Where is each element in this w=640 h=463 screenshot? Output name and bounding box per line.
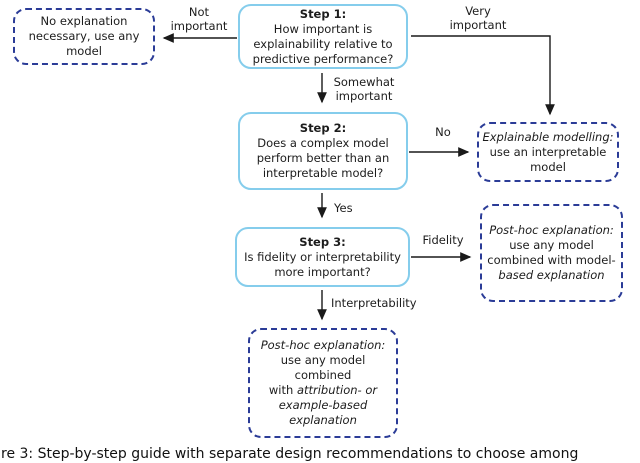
arrow-very-important bbox=[411, 35, 555, 116]
box-no-explanation: No explanation necessary, use any model bbox=[13, 8, 155, 65]
box-line: predictive performance? bbox=[252, 51, 394, 66]
box-line: No explanation bbox=[40, 14, 128, 28]
label-line: Very bbox=[465, 4, 491, 18]
figure-caption: re 3: Step-by-step guide with separate d… bbox=[1, 446, 579, 462]
label-yes: Yes bbox=[334, 201, 353, 215]
box-title: Post-hoc explanation: bbox=[260, 338, 386, 352]
box-step-2: Step 2: Does a complex model perform bet… bbox=[238, 112, 408, 190]
box-title: Explainable modelling: bbox=[482, 129, 614, 144]
label-no: No bbox=[435, 125, 451, 139]
box-line: Is fidelity or interpretability bbox=[244, 249, 401, 264]
box-line: explainability relative to bbox=[253, 36, 393, 51]
box-line: combined bbox=[294, 368, 352, 382]
label-line: Not bbox=[188, 5, 210, 19]
box-posthoc-attribution-example: Post-hoc explanation: use any model comb… bbox=[248, 328, 398, 438]
label-line: important bbox=[449, 17, 507, 32]
box-line: use an interpretable bbox=[489, 144, 607, 159]
box-title: Post-hoc explanation: bbox=[489, 223, 614, 237]
box-line: interpretable model? bbox=[262, 166, 384, 180]
label-not-important: Not important bbox=[163, 5, 235, 33]
box-step-1: Step 1: How important is explainability … bbox=[238, 4, 408, 69]
box-line: combined with model- bbox=[487, 253, 616, 267]
label-line: important bbox=[335, 88, 393, 103]
label-line: Somewhat bbox=[333, 75, 395, 89]
label-interpretability: Interpretability bbox=[331, 296, 417, 310]
label-fidelity: Fidelity bbox=[422, 233, 464, 247]
box-line: use any model bbox=[509, 238, 594, 252]
box-title: Step 1: bbox=[299, 6, 347, 21]
box-title: Step 3: bbox=[299, 234, 346, 249]
box-line: use any model bbox=[280, 353, 366, 367]
box-line: example-based bbox=[278, 398, 368, 412]
box-line-italic: attribution- or bbox=[296, 383, 378, 397]
box-explainable-modelling: Explainable modelling: use an interpreta… bbox=[477, 122, 619, 182]
box-line: model bbox=[66, 44, 102, 58]
box-line: perform better than an bbox=[256, 151, 390, 165]
box-line: How important is bbox=[273, 21, 373, 36]
label-somewhat-important: Somewhat important bbox=[326, 75, 402, 103]
box-line: explanation bbox=[289, 413, 357, 427]
box-line-plain: with bbox=[268, 383, 297, 397]
box-line: model bbox=[530, 159, 566, 174]
box-posthoc-model-based: Post-hoc explanation: use any model comb… bbox=[480, 204, 623, 302]
box-step-3: Step 3: Is fidelity or interpretability … bbox=[235, 227, 410, 287]
box-title: Step 2: bbox=[299, 121, 347, 135]
box-line: necessary, use any bbox=[28, 29, 140, 43]
box-line: Does a complex model bbox=[257, 136, 389, 150]
box-line: based explanation bbox=[498, 268, 605, 282]
label-very-important: Very important bbox=[442, 4, 514, 32]
box-line: more important? bbox=[274, 264, 371, 279]
label-line: important bbox=[170, 18, 228, 33]
box-line: with attribution- or bbox=[269, 383, 377, 398]
